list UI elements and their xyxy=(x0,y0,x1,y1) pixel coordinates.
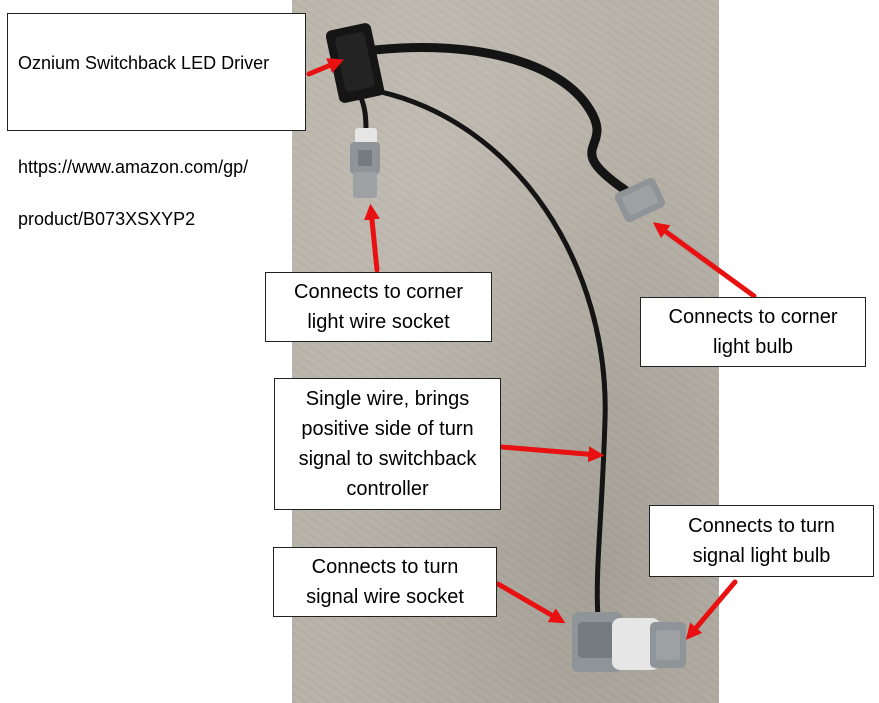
arrow-to-turn-bulb xyxy=(685,579,738,640)
arrow-to-driver xyxy=(306,58,344,77)
arrow-to-corner-socket xyxy=(363,203,380,273)
callout-single-wire: Single wire, brings positive side of tur… xyxy=(274,378,501,510)
product-url-line-2[interactable]: product/B073XSXYP2 xyxy=(18,209,196,229)
corner-bulb-connector xyxy=(614,177,666,223)
callout-turn-bulb: Connects to turn signal light bulb xyxy=(649,505,874,577)
callout-arrows xyxy=(306,58,757,640)
corner-socket-connector xyxy=(350,128,380,198)
single-wire xyxy=(369,87,608,621)
callout-corner-bulb: Connects to corner light bulb xyxy=(640,297,866,367)
product-title: Oznium Switchback LED Driver xyxy=(18,53,270,73)
led-driver-module xyxy=(325,23,385,103)
arrow-to-corner-bulb xyxy=(652,222,757,299)
wire-to-corner-socket xyxy=(357,92,369,133)
turn-signal-connectors xyxy=(572,612,686,672)
arrow-to-single-wire xyxy=(499,444,605,463)
product-url-line-1[interactable]: https://www.amazon.com/gp/ xyxy=(18,157,249,177)
wire-to-corner-bulb xyxy=(370,43,630,195)
callout-corner-socket: Connects to corner light wire socket xyxy=(265,272,492,342)
arrow-to-turn-socket xyxy=(495,581,566,624)
callout-turn-socket: Connects to turn signal wire socket xyxy=(273,547,497,617)
product-info-box: Oznium Switchback LED Driver https://www… xyxy=(7,13,306,229)
